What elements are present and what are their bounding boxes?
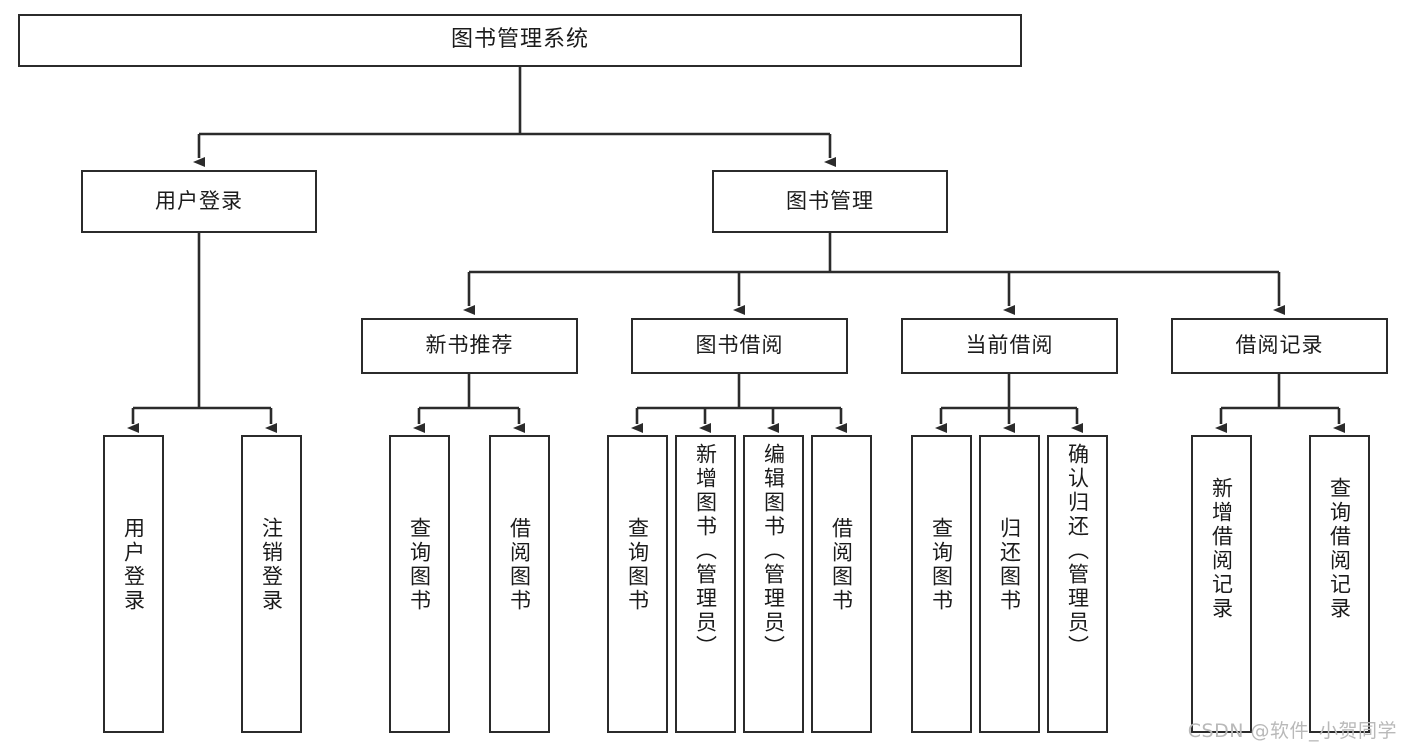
node-label: 用户登录 xyxy=(155,188,243,213)
node-label: 注销登录 xyxy=(259,517,284,613)
node-current-borrow[interactable]: 当前借阅 xyxy=(901,318,1118,374)
node-book-manage[interactable]: 图书管理 xyxy=(712,170,948,233)
node-label: 新增借阅记录 xyxy=(1209,477,1234,621)
node-leaf-edit-book[interactable]: 编辑图书（管理员） xyxy=(743,435,804,733)
edges-borrowrecord-to-leaves xyxy=(1215,374,1345,433)
node-user-login[interactable]: 用户登录 xyxy=(81,170,317,233)
node-borrow-record[interactable]: 借阅记录 xyxy=(1171,318,1388,374)
node-label: 当前借阅 xyxy=(965,333,1054,358)
node-label: 查询图书 xyxy=(407,517,432,613)
node-leaf-borrow-book-2[interactable]: 借阅图书 xyxy=(811,435,872,733)
node-leaf-confirm-return[interactable]: 确认归还（管理员） xyxy=(1047,435,1108,733)
node-leaf-query-book-2[interactable]: 查询图书 xyxy=(607,435,668,733)
node-leaf-add-book[interactable]: 新增图书（管理员） xyxy=(675,435,736,733)
node-leaf-query-borrow-record[interactable]: 查询借阅记录 xyxy=(1309,435,1370,733)
edges-newbook-to-leaves xyxy=(413,374,525,433)
node-label: 新增图书（管理员） xyxy=(693,443,718,659)
node-label: 借阅记录 xyxy=(1235,333,1324,358)
node-leaf-user-login[interactable]: 用户登录 xyxy=(103,435,164,733)
edges-userlogin-to-leaves xyxy=(127,233,277,433)
node-label: 归还图书 xyxy=(997,517,1022,613)
node-label: 查询图书 xyxy=(625,517,650,613)
node-label: 查询借阅记录 xyxy=(1327,477,1352,621)
edges-bookmanage-to-level3 xyxy=(463,233,1285,315)
node-label: 确认归还（管理员） xyxy=(1065,443,1090,659)
node-label: 图书借阅 xyxy=(695,333,784,358)
node-label: 图书管理系统 xyxy=(450,27,589,53)
node-label: 编辑图书（管理员） xyxy=(761,443,786,659)
node-root-book-management-system[interactable]: 图书管理系统 xyxy=(18,14,1022,67)
node-leaf-return-book[interactable]: 归还图书 xyxy=(979,435,1040,733)
node-leaf-borrow-book-1[interactable]: 借阅图书 xyxy=(489,435,550,733)
node-book-borrow[interactable]: 图书借阅 xyxy=(631,318,848,374)
node-label: 借阅图书 xyxy=(829,517,854,613)
node-leaf-query-book-1[interactable]: 查询图书 xyxy=(389,435,450,733)
node-label: 图书管理 xyxy=(786,188,874,213)
node-label: 新书推荐 xyxy=(425,333,514,358)
node-label: 借阅图书 xyxy=(507,517,532,613)
edges-bookborrow-to-leaves xyxy=(631,374,847,433)
node-label: 查询图书 xyxy=(929,517,954,613)
edges-currentborrow-to-leaves xyxy=(935,374,1083,433)
node-new-book-recommend[interactable]: 新书推荐 xyxy=(361,318,578,374)
edges-root-to-level2 xyxy=(193,67,836,167)
node-leaf-add-borrow-record[interactable]: 新增借阅记录 xyxy=(1191,435,1252,733)
node-label: 用户登录 xyxy=(121,517,146,613)
node-leaf-logout-login[interactable]: 注销登录 xyxy=(241,435,302,733)
node-leaf-query-book-3[interactable]: 查询图书 xyxy=(911,435,972,733)
